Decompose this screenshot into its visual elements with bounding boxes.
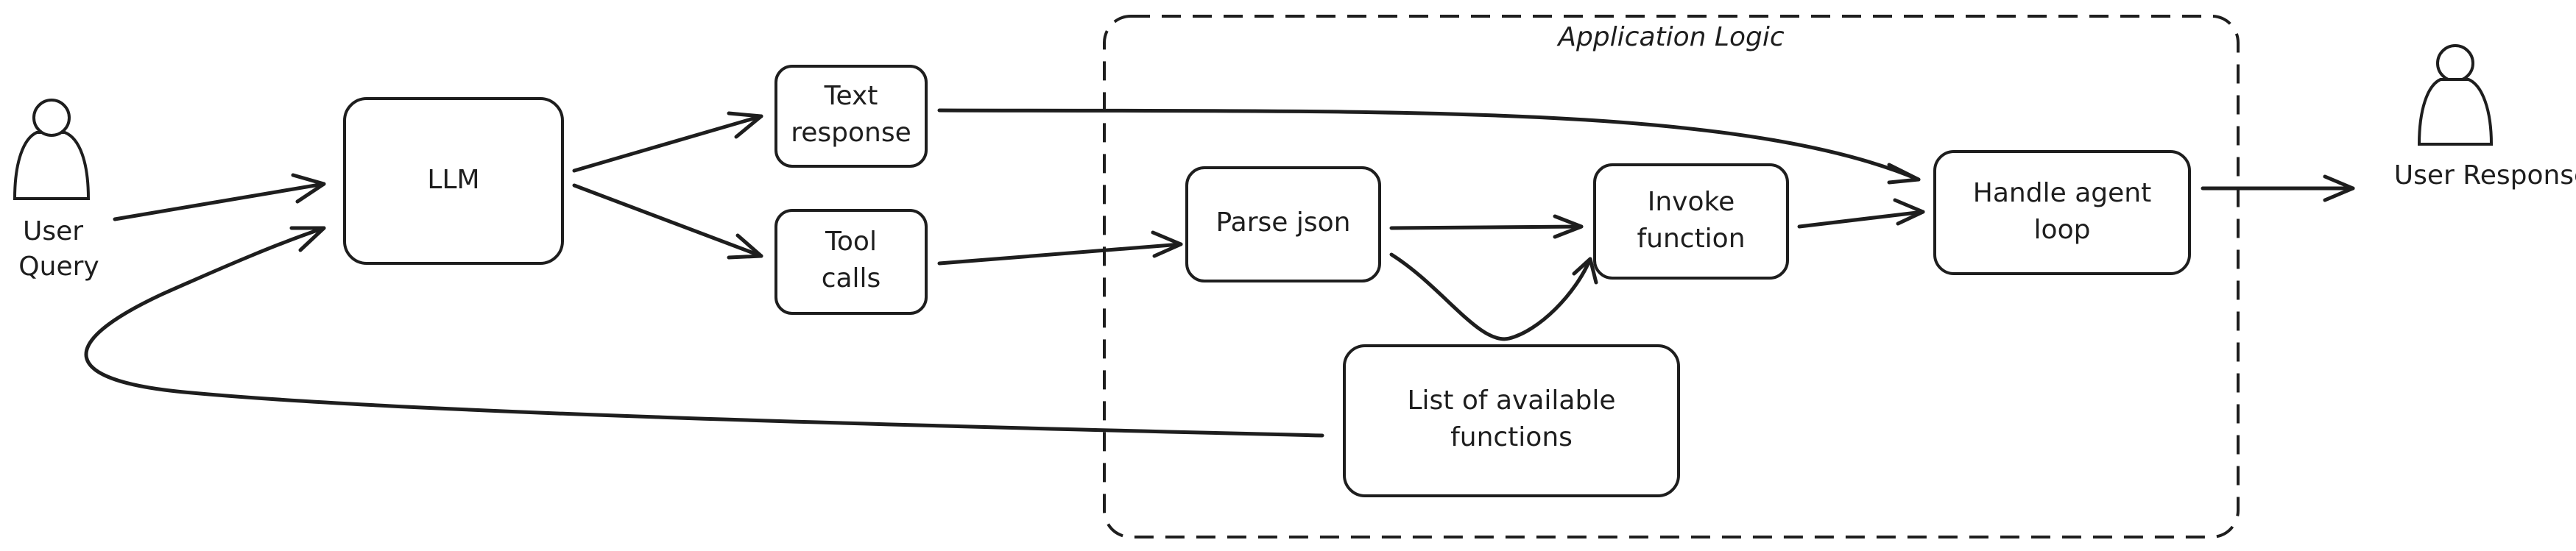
llm-node: LLM xyxy=(343,97,564,265)
parse-json-node: Parse json xyxy=(1185,166,1381,282)
text-response-box xyxy=(774,65,928,168)
edge-llm-to-text-response xyxy=(572,111,763,173)
llm-label: LLM xyxy=(427,165,479,195)
edge-invoke-function-to-agent-loop xyxy=(1797,198,1925,229)
edges xyxy=(84,108,2355,438)
edge-agent-loop-to-user-response xyxy=(2201,174,2355,202)
invoke-function-label-line1: Invoke xyxy=(1648,187,1735,217)
edge-functions-to-llm xyxy=(84,226,1324,438)
invoke-function-label-line2: function xyxy=(1637,224,1745,254)
tool-calls-label-line1: Tool xyxy=(825,227,877,257)
edge-llm-to-tool-calls xyxy=(572,183,763,260)
application-logic-boundary xyxy=(1103,15,2240,538)
agent-loop-node: Handle agent loop xyxy=(1933,150,2191,275)
available-functions-label-line2: functions xyxy=(1450,422,1573,452)
application-logic-title: Application Logic xyxy=(1556,22,1785,52)
text-response-node: Text response xyxy=(774,65,928,168)
agent-loop-label-line2: loop xyxy=(2034,215,2091,245)
user-query-actor: User Query xyxy=(13,99,99,282)
edge-tool-calls-to-parse-json xyxy=(937,230,1183,266)
available-functions-box xyxy=(1343,344,1680,497)
tool-calls-node: Tool calls xyxy=(774,209,928,315)
text-response-label-line1: Text xyxy=(824,81,878,111)
edge-user-query-to-llm xyxy=(113,173,326,221)
user-response-label: User Response xyxy=(2394,160,2576,191)
edge-text-response-to-agent-loop xyxy=(937,108,1921,185)
llm-box xyxy=(343,97,564,265)
user-response-person-icon xyxy=(2417,78,2494,146)
invoke-function-node: Invoke function xyxy=(1593,163,1789,280)
user-response-actor: User Response xyxy=(2394,44,2576,191)
application-logic-group: Application Logic xyxy=(1103,15,2240,538)
available-functions-label-line1: List of available xyxy=(1407,385,1615,416)
tool-calls-label-line2: calls xyxy=(822,263,881,294)
available-functions-node: List of available functions xyxy=(1343,344,1680,497)
tool-calls-box xyxy=(774,209,928,315)
invoke-function-box xyxy=(1593,163,1789,280)
user-query-label-line1: User xyxy=(23,216,83,246)
parse-json-label: Parse json xyxy=(1216,207,1351,238)
agent-loop-box xyxy=(1933,150,2191,275)
user-response-head-icon xyxy=(2436,44,2474,82)
edge-parse-json-via-functions-to-invoke xyxy=(1389,252,1598,341)
edge-parse-json-to-invoke-function xyxy=(1389,214,1584,239)
text-response-label-line2: response xyxy=(791,118,911,148)
user-query-head-icon xyxy=(32,99,71,137)
user-query-label-line2: Query xyxy=(18,252,99,282)
parse-json-box xyxy=(1185,166,1381,282)
agent-loop-label-line1: Handle agent xyxy=(1973,178,2151,208)
user-query-person-icon xyxy=(13,131,91,200)
